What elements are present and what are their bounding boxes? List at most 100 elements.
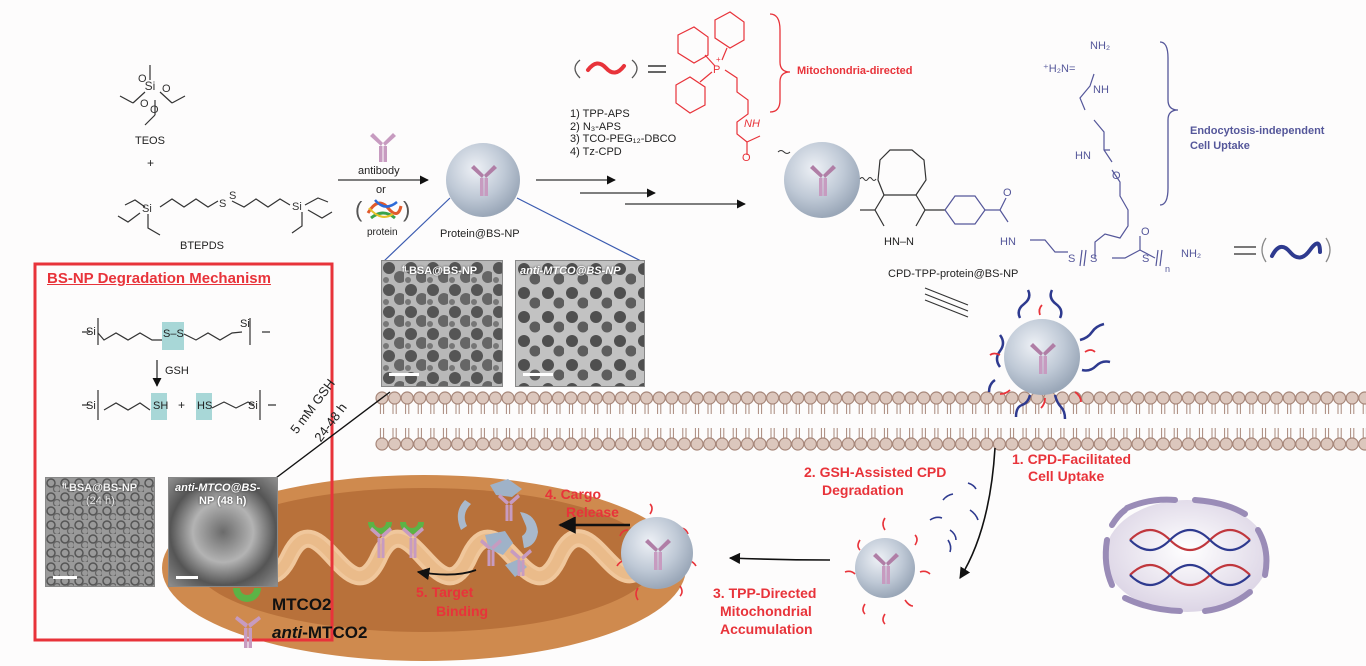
lipid-head	[715, 437, 729, 451]
lipid-head	[614, 437, 629, 451]
lipid-head	[753, 437, 767, 451]
lipid-head	[904, 437, 918, 451]
lipid-head	[1295, 437, 1309, 451]
lipid-head	[1068, 391, 1082, 405]
lipid-head	[1118, 391, 1133, 405]
teos-si: Si	[145, 79, 156, 93]
lipid-head	[652, 437, 666, 451]
lipid-head	[1005, 391, 1019, 405]
lipid-head	[891, 391, 906, 405]
lipid-head	[1080, 437, 1095, 451]
lipid-head	[1345, 391, 1359, 405]
lipid-head	[967, 391, 981, 405]
lipid-head	[942, 437, 956, 451]
lipid-head	[463, 391, 477, 405]
teos-label: TEOS	[135, 135, 165, 147]
lipid-head	[1206, 437, 1221, 451]
lipid-head	[740, 437, 755, 451]
btepds-label: BTEPDS	[180, 240, 225, 252]
or-label: or	[376, 184, 386, 196]
lipid-head	[602, 391, 616, 405]
lipid-head	[690, 437, 704, 451]
lipid-head	[841, 437, 855, 451]
amide-o-label: O	[1003, 187, 1012, 199]
arrow-step1	[959, 447, 996, 579]
tem-label: ᶠᴸBSA@BS-NP	[62, 482, 138, 494]
lipid-head	[967, 437, 981, 451]
gsh-reagent-label: GSH	[165, 365, 189, 377]
lipid-head	[879, 391, 893, 405]
lipid-head	[438, 437, 452, 451]
degradation-box	[33, 262, 334, 642]
lipid-head	[1358, 437, 1366, 451]
tem-label: anti-MTCO@BS-	[175, 482, 261, 494]
lipid-head	[1055, 437, 1070, 451]
step-4-label-1: 4. Cargo	[545, 486, 602, 502]
svg-text:P: P	[713, 64, 720, 76]
lipid-head	[564, 391, 578, 405]
lipid-head	[476, 437, 490, 451]
lipid-head	[488, 391, 502, 405]
lipid-head	[1257, 437, 1271, 451]
lipid-head	[627, 437, 641, 451]
tem-image-anti-mtco: anti-MTCO@BS-NP	[515, 260, 645, 387]
amide-hn-label: HN	[1000, 236, 1016, 248]
pyridazine-linker-structure	[860, 149, 945, 227]
endocytosis-label-1: Endocytosis-independent	[1190, 125, 1325, 137]
lipid-head	[513, 391, 528, 405]
lipid-head	[1320, 437, 1334, 451]
sulfur-1: S	[1068, 253, 1076, 265]
thiol-sh-label: SH	[153, 400, 169, 412]
lipid-head	[1332, 391, 1347, 405]
lipid-head	[665, 391, 679, 405]
equivalence-lines	[924, 287, 969, 318]
lipid-head	[614, 391, 629, 405]
lipid-head	[576, 437, 591, 451]
lipid-head	[1068, 437, 1082, 451]
arrow-gsh-degradation	[259, 391, 391, 491]
synthesis-step: 4) Tz-CPD	[570, 145, 622, 158]
svg-text:): )	[403, 197, 410, 222]
tem-image-degraded-fl-bsa: ᶠᴸBSA@BS-NP (24 h)	[45, 477, 155, 587]
lipid-head	[438, 391, 452, 405]
tem-time-label: NP (48 h)	[199, 495, 247, 507]
mtco2-legend-icon	[233, 588, 261, 602]
lipid-head	[1307, 391, 1322, 405]
cpd-tpp-nanoparticle	[777, 142, 877, 218]
lipid-head	[1118, 437, 1133, 451]
carbonyl-o-label: O	[742, 152, 751, 164]
lipid-head	[1219, 437, 1233, 451]
lipid-head	[778, 391, 792, 405]
lipid-head	[551, 391, 566, 405]
tpp-structure	[675, 11, 761, 155]
svg-text:O: O	[162, 83, 171, 95]
terminal-nh2: NH₂	[1181, 248, 1202, 260]
nanoparticle-label: Protein@BS-NP	[440, 228, 520, 240]
lipid-head	[828, 391, 843, 405]
lipid-head	[1093, 391, 1107, 405]
lipid-head	[413, 437, 427, 451]
lipid-head	[980, 391, 994, 405]
chain-o: O	[1112, 170, 1121, 182]
step-1-label-2: Cell Uptake	[1028, 468, 1105, 484]
lipid-head	[564, 437, 578, 451]
lipid-head	[375, 437, 389, 451]
cpd-wave-legend	[1234, 237, 1331, 263]
lipid-head	[791, 437, 805, 451]
lipid-head	[980, 437, 994, 451]
lipid-head	[665, 437, 679, 451]
chain-hn: HN	[1075, 150, 1091, 162]
lipid-head	[488, 437, 502, 451]
arrow-target-binding	[416, 567, 477, 581]
lipid-head	[576, 391, 591, 405]
lipid-head	[929, 437, 944, 451]
lipid-head	[1194, 437, 1208, 451]
lipid-head	[954, 391, 969, 405]
lipid-head	[526, 391, 540, 405]
btepds-structure	[117, 197, 333, 236]
svg-text:O: O	[140, 98, 149, 110]
antibody-icon	[370, 133, 396, 162]
lipid-head	[639, 391, 654, 405]
lipid-head	[589, 437, 603, 451]
lipid-head	[954, 437, 969, 451]
